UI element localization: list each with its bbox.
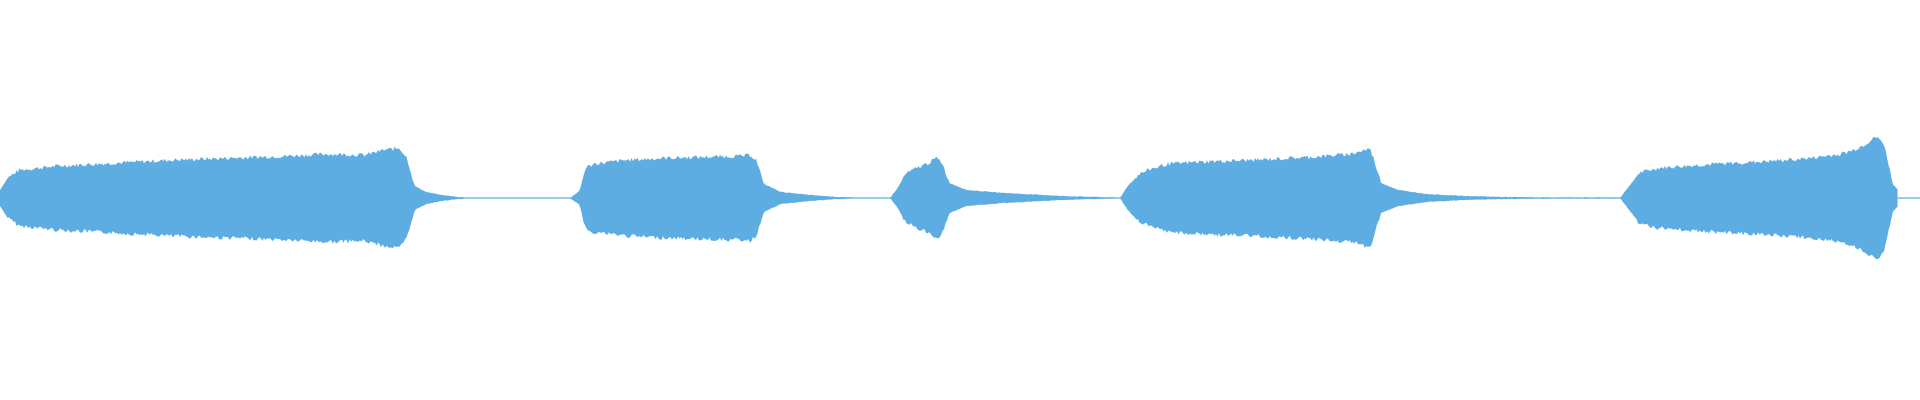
waveform-segment-2 <box>570 153 858 243</box>
waveform-segment-1 <box>0 146 468 249</box>
waveform-segment-3 <box>890 156 1120 239</box>
waveform-segment-4 <box>1120 148 1618 248</box>
waveform-segment-5 <box>1620 136 1898 260</box>
